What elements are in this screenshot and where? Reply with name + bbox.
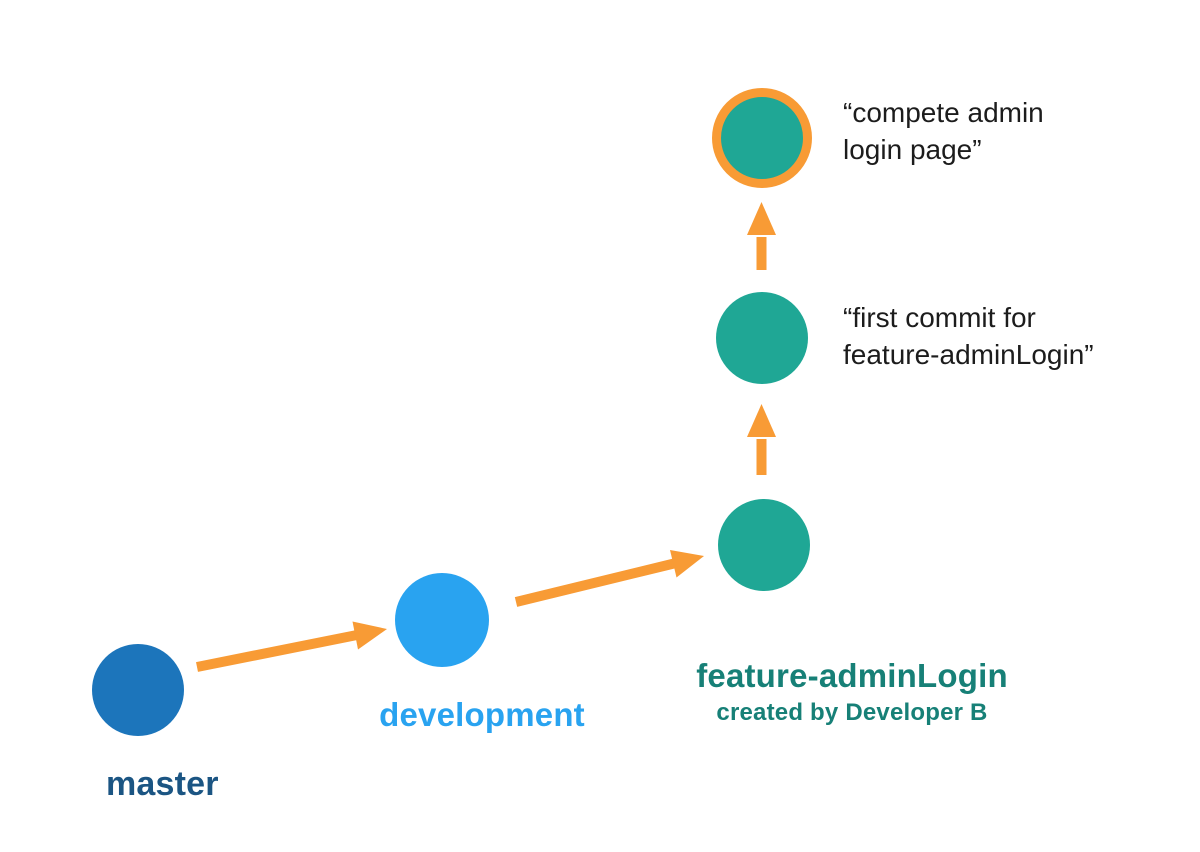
arrow-head (747, 202, 776, 235)
commit-node-master (92, 644, 184, 736)
arrow-shaft (514, 558, 676, 607)
commit-node-development (395, 573, 489, 667)
arrow-feature1-to-feature2 (747, 404, 776, 475)
arrow-head (747, 404, 776, 437)
arrow-shaft (196, 630, 358, 672)
branch-sublabel-feature: created by Developer B (716, 699, 988, 726)
branch-label-feature: feature-adminLogin (696, 657, 1008, 694)
arrow-head (352, 621, 387, 650)
commit-node-feature-2 (716, 292, 808, 384)
commit-node-feature-head (712, 88, 812, 188)
branch-label-development: development (379, 696, 585, 733)
commit-node-feature-1 (718, 499, 810, 591)
arrow-feature2-to-head (747, 202, 776, 270)
arrow-development-to-feature (514, 550, 704, 607)
branch-label-master: master (106, 765, 219, 803)
commit-message-head: “compete admin login page” (843, 97, 1044, 165)
arrow-head (670, 550, 704, 578)
commit-message-first: “first commit for feature-adminLogin” (843, 302, 1094, 370)
arrow-master-to-development (196, 621, 387, 672)
